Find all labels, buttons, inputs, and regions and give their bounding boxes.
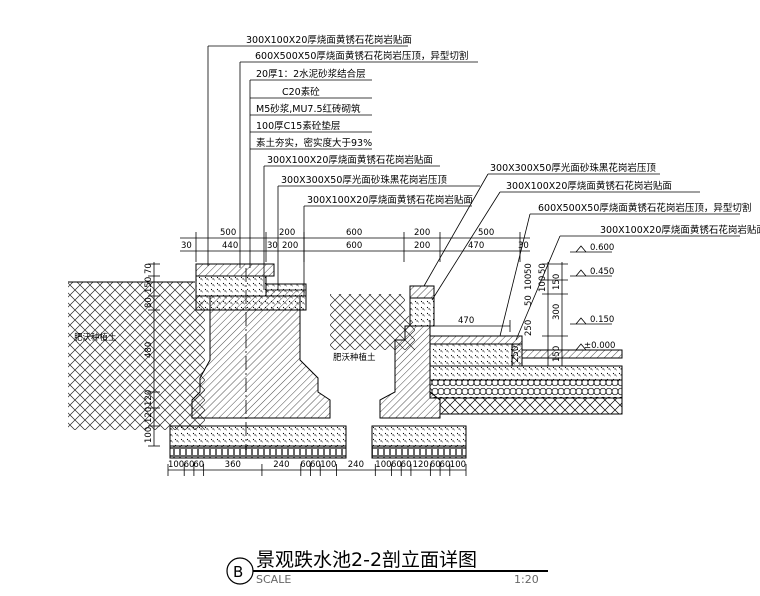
- bottom-dim-12: 120: [413, 460, 429, 470]
- callout-1: 300X100X20厚烧面黄锈石花岗岩贴面: [246, 34, 412, 46]
- callout-6: 100厚C15素砼垫层: [256, 120, 340, 132]
- bottom-dim-13: 60: [430, 460, 441, 470]
- callout-7: 素土夯实，密实度大于93%: [256, 137, 372, 149]
- right-dim-100b: 100: [524, 274, 534, 290]
- top-dim-30-right: 30: [518, 241, 529, 251]
- title-marker-letter: B: [233, 563, 243, 581]
- bottom-dimension-ticks: [167, 464, 467, 476]
- left-dim-70: 70: [144, 263, 154, 274]
- middle-brick-wall: [371, 325, 467, 459]
- left-concrete-base: [169, 425, 347, 459]
- inner-dim-470: 470: [458, 316, 474, 326]
- callout-13: 600X500X50厚烧面黄锈石花岗岩压顶，异型切割: [538, 202, 751, 214]
- left-brick-wall: [191, 295, 331, 419]
- right-dim-50a: 50: [538, 263, 548, 274]
- bottom-dim-8: 240: [348, 460, 364, 470]
- right-dim-150b: 150: [552, 346, 562, 362]
- callout-11: 300X300X50厚光面砂珠黑花岗岩压顶: [490, 162, 656, 174]
- top-dim-440: 440: [222, 241, 238, 251]
- level-0150: 0.150: [590, 315, 614, 325]
- top-dim-470: 470: [468, 241, 484, 251]
- soil-label-center: 肥沃种植土: [333, 352, 376, 363]
- left-dim-100: 100: [144, 427, 154, 443]
- bottom-dim-2: 60: [193, 460, 204, 470]
- left-dimension-lines: [148, 262, 160, 447]
- bottom-dim-0: 100: [168, 460, 184, 470]
- top-dim-600: 600: [346, 228, 362, 238]
- top-dim-500-right: 500: [478, 228, 494, 238]
- top-dim-200-b: 200: [414, 228, 430, 238]
- bottom-dim-15: 100: [450, 460, 466, 470]
- callout-3: 20厚1：2水泥砂浆结合层: [256, 68, 366, 80]
- top-dimension-lines: [180, 232, 530, 332]
- callout-2: 600X500X50厚烧面黄锈石花岗岩压顶，异型切割: [255, 50, 468, 62]
- lower-pool: [429, 343, 623, 415]
- left-dim-150: 150: [144, 277, 154, 293]
- top-dim-30-left: 30: [181, 241, 192, 251]
- bottom-dim-10: 60: [391, 460, 402, 470]
- bottom-dim-11: 60: [401, 460, 412, 470]
- bottom-dim-14: 60: [440, 460, 451, 470]
- right-dim-300: 300: [552, 304, 562, 320]
- top-dim-600-b: 600: [346, 241, 362, 251]
- right-dim-50b: 50: [524, 295, 534, 306]
- level-0450: 0.450: [590, 267, 614, 277]
- bottom-dim-6: 60: [310, 460, 321, 470]
- right-dim-150a: 150: [552, 274, 562, 290]
- left-dim-120-a: 120: [144, 390, 154, 406]
- bottom-dim-5: 60: [300, 460, 311, 470]
- scale-value: 1:20: [514, 573, 539, 586]
- soil-label-left: 肥沃种植土: [74, 332, 117, 343]
- soil-fill: [68, 268, 415, 430]
- top-dim-200-a: 200: [279, 228, 295, 238]
- callout-5: M5砂浆,MU7.5红砖砌筑: [256, 103, 361, 115]
- drawing-title: 景观跌水池2-2剖立面详图: [256, 549, 477, 571]
- right-dim-100a: 100: [538, 276, 548, 292]
- level-marks: [570, 245, 612, 351]
- left-dim-120-b: 120: [144, 407, 154, 423]
- scale-label: SCALE: [256, 573, 291, 586]
- right-dimension-lines: [542, 262, 568, 367]
- right-dim-250a: 250: [524, 320, 534, 336]
- top-dim-200-d: 200: [414, 241, 430, 251]
- top-dim-30-mid: 30: [267, 241, 278, 251]
- top-dim-500-left: 500: [220, 228, 236, 238]
- callout-14: 300X100X20厚烧面黄锈石花岗岩贴面: [600, 224, 760, 236]
- callout-12: 300X100X20厚烧面黄锈石花岗岩贴面: [506, 180, 672, 192]
- bottom-dim-3: 360: [225, 460, 241, 470]
- bottom-dim-4: 240: [273, 460, 289, 470]
- callout-4: C20素砼: [282, 86, 320, 98]
- top-dim-200-c: 200: [282, 241, 298, 251]
- bottom-dim-1: 60: [184, 460, 195, 470]
- upper-coping: [195, 263, 307, 311]
- callout-10: 300X100X20厚烧面黄锈石花岗岩贴面: [307, 194, 473, 206]
- left-dim-480: 480: [144, 342, 154, 358]
- left-dim-80: 80: [144, 297, 154, 308]
- level-0000: ±0.000: [584, 341, 615, 351]
- callout-9: 300X300X50厚光面砂珠黑花岗岩压顶: [281, 174, 447, 186]
- right-dim-50c: 50: [524, 263, 534, 274]
- right-dim-250b: 250: [511, 346, 521, 362]
- callout-8: 300X100X20厚烧面黄锈石花岗岩贴面: [267, 154, 433, 166]
- middle-coping: [409, 285, 523, 367]
- bottom-dim-9: 100: [375, 460, 391, 470]
- bottom-dim-7: 100: [320, 460, 336, 470]
- title-block: B 景观跌水池2-2剖立面详图 SCALE 1:20: [226, 549, 548, 586]
- level-0600: 0.600: [590, 243, 614, 253]
